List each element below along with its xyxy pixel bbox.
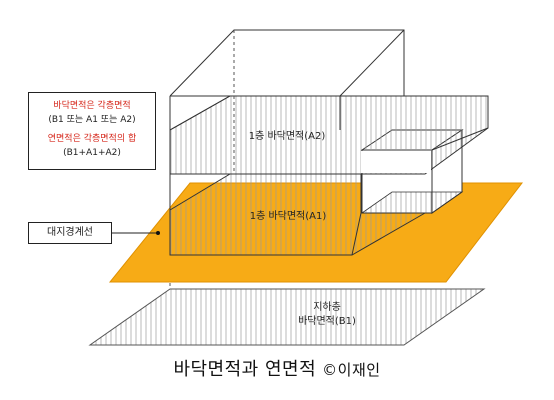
basement-label-1: 지하층 (313, 300, 341, 313)
floor-area-note: 바닥면적은 각층면적 (B1 또는 A1 또는 A2) 연면적은 각층면적의 합… (28, 92, 156, 170)
floor-a2-label: 1층 바닥면적(A2) (249, 130, 326, 142)
tower-outline (169, 29, 405, 97)
ground-diag (351, 212, 362, 256)
note-line-4: (B1+A1+A2) (63, 148, 121, 158)
site-boundary-label: 대지경계선 (28, 222, 112, 244)
floor-a2-outline (169, 95, 489, 151)
floor-a1-label: 1층 바닥면적(A1) (250, 210, 327, 222)
figure-caption: 바닥면적과 연면적 ©이재인 (0, 355, 554, 381)
floor-area-diagram: 1층 바닥면적(A2) 1층 바닥면적(A1) 지하층 바닥면적(B1) (88, 29, 524, 346)
basement-label-2: 바닥면적(B1) (298, 315, 356, 327)
note-line-1: 바닥면적은 각층면적 (53, 101, 131, 111)
basement-slab (88, 288, 486, 346)
note-line-2: (B1 또는 A1 또는 A2) (48, 115, 136, 125)
tower-right-edge (339, 29, 405, 97)
floor-a2-slab (169, 95, 489, 175)
floor-a2-front-cut (361, 151, 431, 173)
note-line-3: 연면적은 각층면적의 합 (47, 134, 137, 144)
annex-floor (360, 191, 464, 214)
boundary-pointer-dot (156, 231, 160, 235)
caption-title: 바닥면적과 연면적 (173, 359, 317, 380)
caption-credit: ©이재인 (322, 361, 381, 379)
